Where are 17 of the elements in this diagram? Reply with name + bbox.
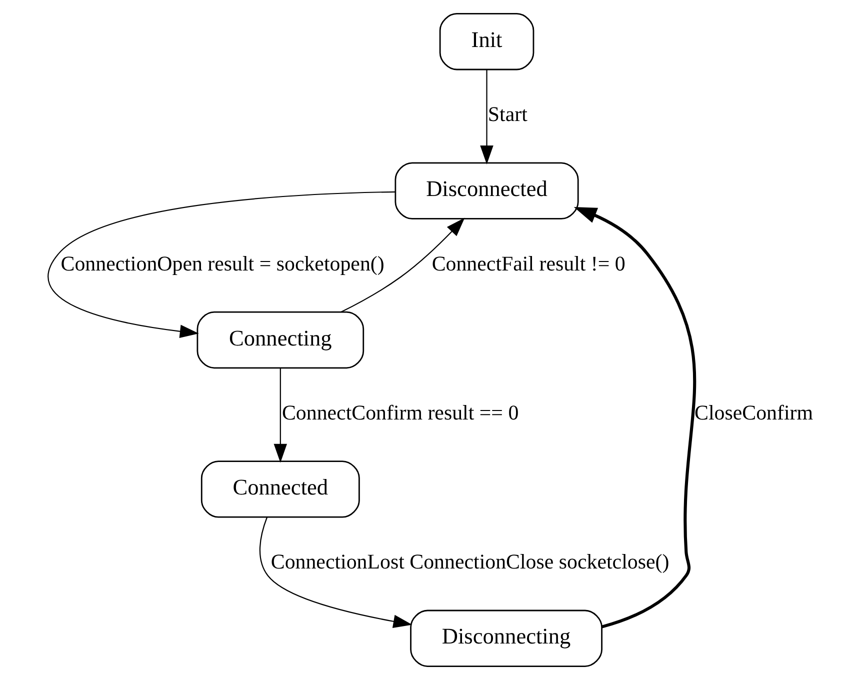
edge-label: CloseConfirm (694, 400, 813, 424)
node-box: Connected (200, 460, 360, 518)
node-box: Connecting (196, 311, 364, 369)
node-box: Disconnected (394, 162, 578, 220)
edge-label: ConnectionOpen result = socketopen() (60, 251, 384, 276)
edge-label: ConnectConfirm result == 0 (281, 400, 518, 424)
edge-label: ConnectionLost ConnectionClose socketclose() (270, 550, 669, 574)
arrow (258, 517, 412, 628)
node-box: Init (438, 13, 534, 70)
node-box: Disconnecting (410, 610, 602, 667)
arrow (573, 206, 696, 628)
arrow (273, 368, 287, 463)
arrow (340, 218, 464, 313)
edge-label: Start (487, 102, 527, 126)
edge-label: ConnectFail result != 0 (431, 251, 625, 276)
arrow (48, 191, 395, 338)
arrow (480, 70, 493, 164)
